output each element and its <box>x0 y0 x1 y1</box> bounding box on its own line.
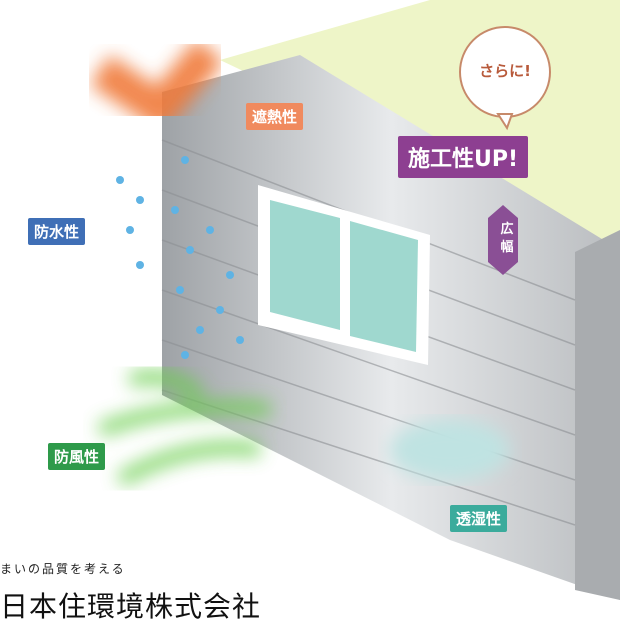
windproof-label: 防風性 <box>48 443 106 470</box>
breathable-label: 透湿性 <box>450 505 508 532</box>
moisture-cloud <box>390 420 510 480</box>
waterproof-label: 防水性 <box>28 218 86 245</box>
company-name: 日本住環境株式会社 <box>0 590 262 623</box>
headline-label: 施工性UP! <box>398 136 529 178</box>
heat-shield-label: 遮熱性 <box>246 103 304 130</box>
wide-label: 広幅 <box>496 218 518 260</box>
wall-side <box>575 230 620 600</box>
water-drops <box>116 156 244 359</box>
window <box>258 185 430 365</box>
company-tagline: まいの品質を考える <box>0 562 126 576</box>
wind-streams <box>97 370 271 487</box>
speech-bubble <box>459 26 551 131</box>
speech-bubble-text: さらに! <box>479 62 531 80</box>
heat-arrow <box>90 38 224 134</box>
